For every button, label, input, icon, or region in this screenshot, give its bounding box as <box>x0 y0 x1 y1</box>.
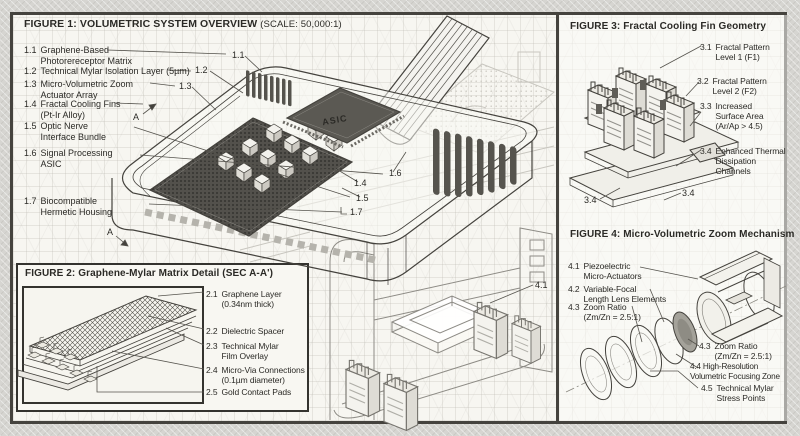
label-text: Fractal Pattern Level 1 (F1) <box>715 42 770 63</box>
label-text: High-Resolution Volumetric Focusing Zone <box>690 362 780 381</box>
fig3-label-3-2: 3.2 Fractal Pattern Level 2 (F2) <box>697 76 767 96</box>
label-number: 4.3 <box>699 341 711 351</box>
fig2-label-2-5: 2.5 Gold Contact Pads <box>206 387 291 397</box>
right-column-divider <box>556 12 559 424</box>
label-number: 1.7 <box>24 196 37 206</box>
fig4-label-4-5: 4.5 Technical Mylar Stress Points <box>701 383 774 403</box>
label-number: 4.2 <box>568 284 580 294</box>
fig1-title-text: FIGURE 1: VOLUMETRIC SYSTEM OVERVIEW <box>24 18 258 30</box>
fig4-label-4-4: 4.4 High-Resolution Volumetric Focusing … <box>690 362 789 381</box>
label-text: Technical Mylar Stress Points <box>716 383 774 404</box>
label-text: Technical Mylar Isolation Layer (5µm) <box>40 66 190 76</box>
label-text: Dielectric Spacer <box>221 326 285 336</box>
label-number: 3.3 <box>700 101 712 111</box>
label-text: Zoom Ratio (Zm/Zn = 2.5:1) <box>583 302 641 323</box>
label-text: Fractal Cooling Fins (Pt-Ir Alloy) <box>40 99 121 120</box>
fig2-label-2-1: 2.1 Graphene Layer (0.34nm thick) <box>206 289 282 309</box>
label-number: 3.2 <box>697 76 709 86</box>
label-text: Optic Nerve Interface Bundle <box>40 121 107 142</box>
fig3-label-3-3: 3.3 Increased Surface Area (Ar/Ap > 4.5) <box>700 101 764 132</box>
fig3-label-3-4: 3.4 Enhanced Thermal Dissipation Channel… <box>700 146 786 176</box>
label-number: 4.4 <box>690 362 701 371</box>
fig2-label-2-4: 2.4 Micro-Via Connections (0.1µm diamete… <box>206 365 305 385</box>
fig1-label-1-1: 1.1 Graphene-Based Photorereceptor Matri… <box>24 45 132 66</box>
fig2-title: FIGURE 2: Graphene-Mylar Matrix Detail (… <box>25 268 274 279</box>
label-text: Graphene-Based Photorereceptor Matrix <box>40 45 133 66</box>
label-number: 4.1 <box>568 261 580 271</box>
fig1-label-1-6: 1.6 Signal Processing ASIC <box>24 148 113 169</box>
figure2-drawing-box <box>22 286 204 404</box>
fig1-label-1-7: 1.7 Biocompatible Hermetic Housing <box>24 196 112 217</box>
fig4-label-4-1: 4.1 Piezoelectric Micro-Actuators <box>568 261 642 281</box>
fig2-label-2-2: 2.2 Dielectric Spacer <box>206 326 284 336</box>
label-number: 1.3 <box>24 79 37 89</box>
label-text: Biocompatible Hermetic Housing <box>40 196 113 217</box>
fig1-scale-note: (SCALE: 50,000:1) <box>260 19 342 30</box>
label-text: Increased Surface Area (Ar/Ap > 4.5) <box>715 101 764 132</box>
label-number: 4.3 <box>568 302 580 312</box>
label-number: 1.6 <box>24 148 37 158</box>
label-text: Micro-Via Connections (0.1µm diameter) <box>221 365 305 386</box>
label-text: Zoom Ratio (Zm/Zn = 2.5:1) <box>714 341 772 362</box>
label-text: Micro-Volumetric Zoom Actuator Array <box>40 79 134 100</box>
label-text: Fractal Pattern Level 2 (F2) <box>712 76 767 97</box>
label-text: Variable-Focal Length Lens Elements <box>583 284 667 305</box>
label-number: 2.4 <box>206 365 218 375</box>
fig3-label-3-1: 3.1 Fractal Pattern Level 1 (F1) <box>700 42 770 62</box>
label-number: 2.5 <box>206 387 218 397</box>
label-text: Gold Contact Pads <box>221 387 292 397</box>
label-number: 4.5 <box>701 383 713 393</box>
label-number: 1.1 <box>24 45 37 55</box>
fig1-label-1-3: 1.3 Micro-Volumetric Zoom Actuator Array <box>24 79 133 100</box>
fig4-label-4-3-left: 4.3 Zoom Ratio (Zm/Zn = 2.5:1) <box>568 302 641 322</box>
label-number: 2.2 <box>206 326 218 336</box>
fig4-label-4-2: 4.2 Variable-Focal Length Lens Elements <box>568 284 666 304</box>
fig1-label-1-2: 1.2 Technical Mylar Isolation Layer (5µm… <box>24 66 190 77</box>
label-text: Graphene Layer (0.34nm thick) <box>221 289 282 310</box>
label-text: Enhanced Thermal Dissipation Channels <box>715 146 786 177</box>
fig1-label-1-4: 1.4 Fractal Cooling Fins (Pt-Ir Alloy) <box>24 99 121 120</box>
label-number: 1.4 <box>24 99 37 109</box>
label-number: 1.2 <box>24 66 37 76</box>
label-number: 3.1 <box>700 42 712 52</box>
fig4-label-4-3-right: 4.3 Zoom Ratio (Zm/Zn = 2.5:1) <box>699 341 772 361</box>
label-number: 2.3 <box>206 341 218 351</box>
label-text: Technical Mylar Film Overlay <box>221 341 279 362</box>
label-number: 2.1 <box>206 289 218 299</box>
fig3-title: FIGURE 3: Fractal Cooling Fin Geometry <box>570 21 767 32</box>
fig1-label-1-5: 1.5 Optic Nerve Interface Bundle <box>24 121 106 142</box>
fig2-label-2-3: 2.3 Technical Mylar Film Overlay <box>206 341 279 361</box>
label-number: 3.4 <box>700 146 712 156</box>
fig1-title: FIGURE 1: VOLUMETRIC SYSTEM OVERVIEW (SC… <box>24 18 342 30</box>
fig4-title: FIGURE 4: Micro-Volumetric Zoom Mechanis… <box>570 229 795 240</box>
label-text: Signal Processing ASIC <box>40 148 113 169</box>
label-text: Piezoelectric Micro-Actuators <box>583 261 642 282</box>
label-number: 1.5 <box>24 121 37 131</box>
